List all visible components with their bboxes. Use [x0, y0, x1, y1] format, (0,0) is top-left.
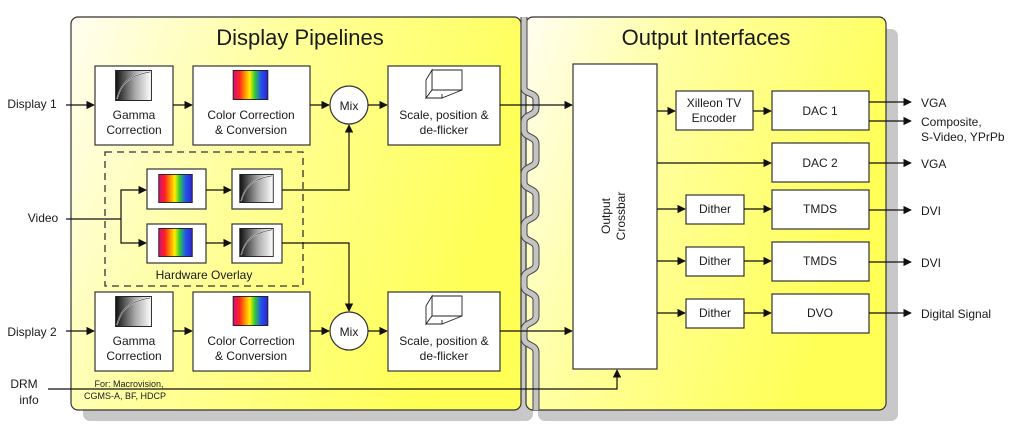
- tmds-box-1[interactable]: TMDS: [771, 189, 870, 230]
- gamma-curve-icon: [239, 174, 274, 203]
- dither-label: Dither: [699, 202, 731, 216]
- overlay-lower-to-mix2-arrow: [282, 242, 354, 312]
- video-lower-branch-arrow: [120, 219, 147, 248]
- drm-info-line: [48, 369, 622, 390]
- drm-note-line1: For: Macrovision,: [94, 379, 163, 389]
- overlay-color-box-lower[interactable]: [146, 223, 207, 264]
- dither-box-1[interactable]: Dither: [685, 194, 745, 225]
- scale-position-box-1[interactable]: Scale, position & de-flicker: [387, 65, 501, 146]
- scale-label-line2: de-flicker: [420, 349, 469, 363]
- gamma-correction-box-1[interactable]: Gamma Correction: [94, 65, 174, 146]
- mix-node-2[interactable]: Mix: [329, 311, 369, 351]
- gamma-label-line2: Correction: [106, 123, 161, 137]
- overlay-label: Hardware Overlay: [156, 268, 253, 282]
- gamma-label-line1: Gamma: [113, 108, 156, 122]
- color-label-line2: & Conversion: [215, 349, 287, 363]
- crossbar-label-line1: Output: [599, 197, 613, 234]
- output-vga2-label: VGA: [921, 157, 946, 171]
- scale-position-box-2[interactable]: Scale, position & de-flicker: [387, 291, 501, 372]
- color-correction-box-1[interactable]: Color Correction & Conversion: [192, 65, 311, 146]
- dither-box-3[interactable]: Dither: [685, 298, 745, 329]
- scale-label-line1: Scale, position &: [399, 334, 488, 348]
- scale-label-line2: de-flicker: [420, 123, 469, 137]
- crossbar-label-line2: Crossbar: [614, 192, 628, 241]
- dac1-box[interactable]: DAC 1: [771, 90, 870, 131]
- gamma-curve-icon: [115, 70, 152, 101]
- tmds-label: TMDS: [803, 254, 837, 268]
- gamma-curve-icon: [115, 296, 152, 327]
- input-drm-label-line1: DRM: [10, 377, 37, 391]
- encoder-label-line1: Xilleon TV: [687, 96, 741, 110]
- overlay-upper-to-mix1-arrow: [282, 124, 354, 191]
- gamma-correction-box-2[interactable]: Gamma Correction: [94, 291, 174, 372]
- output-composite-label-line1: Composite,: [921, 115, 982, 129]
- wavy-separator: [520, 17, 540, 410]
- input-display2-label: Display 2: [7, 325, 57, 339]
- scale-label-line1: Scale, position &: [399, 108, 488, 122]
- gamma-label-line1: Gamma: [113, 334, 156, 348]
- dvo-label: DVO: [807, 306, 833, 320]
- display1-pipeline: Gamma Correction Color Correction & Conv…: [66, 65, 573, 146]
- display-pipelines-title: Display Pipelines: [216, 25, 384, 50]
- dither-label: Dither: [699, 306, 731, 320]
- color-correction-box-2[interactable]: Color Correction & Conversion: [192, 291, 311, 372]
- output-dvi2-label: DVI: [921, 256, 941, 270]
- video-upper-branch-arrow: [120, 185, 147, 219]
- xilleon-tv-encoder-box[interactable]: Xilleon TV Encoder: [675, 90, 754, 131]
- tmds-label: TMDS: [803, 202, 837, 216]
- overlay-color-box-upper[interactable]: [146, 168, 207, 210]
- mix-node-1[interactable]: Mix: [329, 85, 369, 125]
- encoder-label-line2: Encoder: [692, 111, 737, 125]
- dac2-label: DAC 2: [802, 156, 838, 170]
- overlay-gamma-box-upper[interactable]: [231, 168, 283, 210]
- tmds-box-2[interactable]: TMDS: [771, 241, 870, 282]
- input-drm-label-line2: info: [19, 393, 39, 407]
- mix-label: Mix: [340, 325, 359, 339]
- input-video-label: Video: [28, 211, 59, 225]
- color-label-line1: Color Correction: [207, 334, 294, 348]
- color-label-line1: Color Correction: [207, 108, 294, 122]
- mix-label: Mix: [340, 99, 359, 113]
- input-display1-label: Display 1: [7, 97, 57, 111]
- dvo-box[interactable]: DVO: [771, 293, 870, 334]
- color-spectrum-icon: [158, 174, 193, 203]
- dither-label: Dither: [699, 254, 731, 268]
- drm-note-line2: CGMS-A, BF, HDCP: [84, 391, 166, 401]
- 3d-box-icon: [425, 68, 463, 100]
- overlay-gamma-box-lower[interactable]: [231, 223, 283, 264]
- 3d-box-icon: [425, 294, 463, 326]
- dither-box-2[interactable]: Dither: [685, 246, 745, 277]
- color-label-line2: & Conversion: [215, 123, 287, 137]
- output-composite-label-line2: S-Video, YPrPb: [921, 130, 1005, 144]
- output-crossbar[interactable]: Output Crossbar: [572, 63, 658, 370]
- color-spectrum-icon: [232, 296, 269, 326]
- output-vga1-label: VGA: [921, 96, 946, 110]
- hardware-overlay: Hardware Overlay: [66, 124, 354, 312]
- gamma-curve-icon: [239, 228, 274, 257]
- display2-pipeline: Gamma Correction Color Correction & Conv…: [66, 291, 573, 372]
- color-spectrum-icon: [232, 70, 269, 100]
- color-spectrum-icon: [158, 228, 193, 257]
- dac2-box[interactable]: DAC 2: [771, 142, 870, 183]
- output-digital-signal-label: Digital Signal: [921, 307, 991, 321]
- output-interfaces-title: Output Interfaces: [622, 25, 791, 50]
- output-dvi1-label: DVI: [921, 204, 941, 218]
- dac1-label: DAC 1: [802, 104, 838, 118]
- gamma-label-line2: Correction: [106, 349, 161, 363]
- overlay-dashed-border: [104, 151, 304, 287]
